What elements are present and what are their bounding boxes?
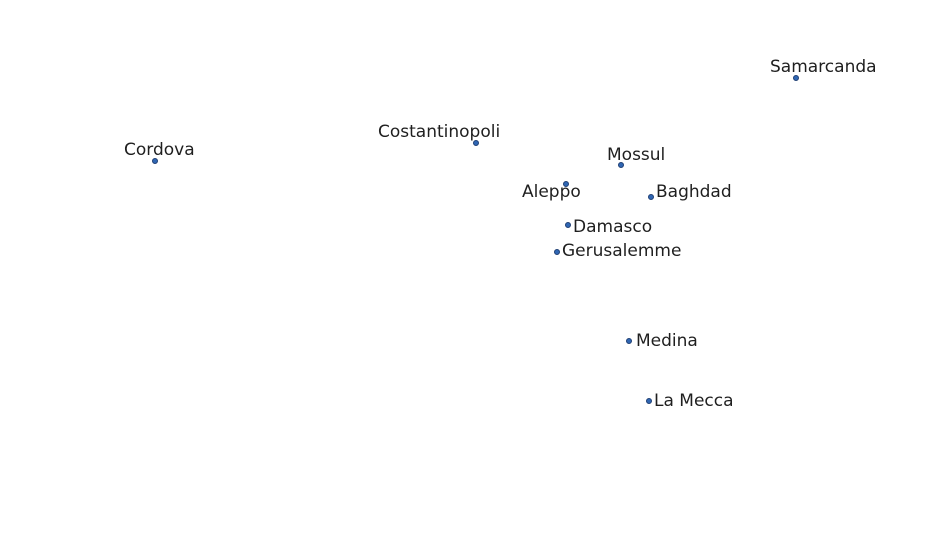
city-marker-samarcanda[interactable] [793, 75, 799, 81]
city-marker-lamecca[interactable] [646, 398, 652, 404]
city-label-medina: Medina [636, 331, 698, 351]
city-marker-cordova[interactable] [152, 158, 158, 164]
city-marker-damasco[interactable] [565, 222, 571, 228]
city-label-damasco: Damasco [573, 217, 653, 237]
city-marker-medina[interactable] [626, 338, 632, 344]
city-label-baghdad: Baghdad [656, 182, 732, 202]
city-label-samarcanda: Samarcanda [770, 57, 877, 77]
city-label-cordova: Cordova [124, 140, 195, 160]
city-label-costantinopoli: Costantinopoli [378, 122, 501, 142]
city-label-mossul: Mossul [607, 145, 666, 165]
city-marker-aleppo[interactable] [563, 181, 569, 187]
city-marker-baghdad[interactable] [648, 194, 654, 200]
city-marker-costantinopoli[interactable] [473, 140, 479, 146]
city-label-aleppo: Aleppo [522, 182, 581, 202]
city-label-lamecca: La Mecca [654, 391, 734, 411]
city-marker-gerusalemme[interactable] [554, 249, 560, 255]
city-label-gerusalemme: Gerusalemme [562, 241, 682, 261]
city-marker-mossul[interactable] [618, 162, 624, 168]
